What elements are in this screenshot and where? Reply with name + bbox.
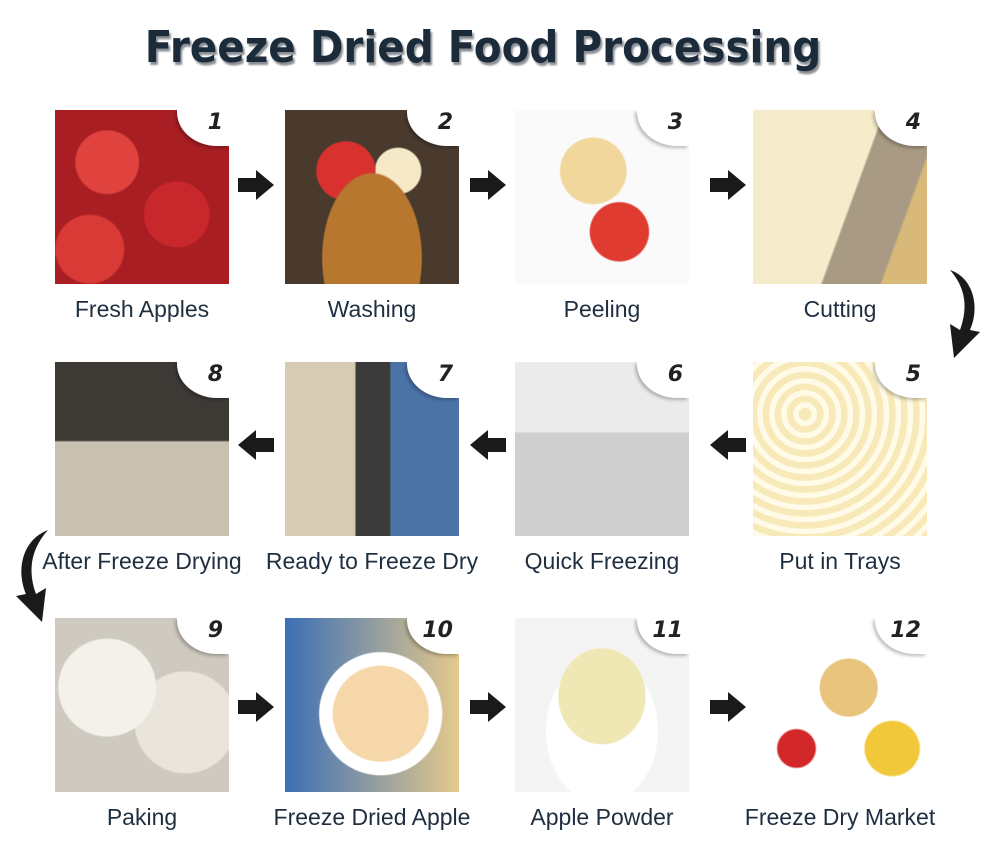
step-label: After Freeze Drying: [42, 548, 242, 574]
step-number: 4: [875, 110, 927, 146]
step-label: Quick Freezing: [524, 548, 680, 574]
step-number: 7: [407, 362, 459, 398]
arrow-left-icon: [710, 430, 746, 460]
arrow-left-icon: [238, 430, 274, 460]
step-number: 2: [407, 110, 459, 146]
dried-apple-image: 10: [285, 618, 459, 792]
curved-arrow-down-icon: [950, 270, 980, 358]
step-number: 12: [875, 618, 927, 654]
trays-image: 5: [753, 362, 927, 536]
step-label: Paking: [106, 804, 178, 830]
step-label: Apple Powder: [530, 804, 674, 830]
step-number: 5: [875, 362, 927, 398]
step-label: Freeze Dry Market: [744, 804, 936, 830]
step-label: Peeling: [563, 296, 641, 322]
step-label: Washing: [327, 296, 417, 322]
peeling-image: 3: [515, 110, 689, 284]
page-title: Freeze Dried Food Processing: [144, 22, 822, 73]
step-number: 1: [177, 110, 229, 146]
cutting-image: 4: [753, 110, 927, 284]
arrow-right-icon: [470, 170, 506, 200]
step-number: 11: [637, 618, 689, 654]
apples-image: 1: [55, 110, 229, 284]
arrow-right-icon: [238, 692, 274, 722]
step-label: Cutting: [803, 296, 877, 322]
arrow-right-icon: [238, 170, 274, 200]
freezing-image: 6: [515, 362, 689, 536]
packing-image: 9: [55, 618, 229, 792]
step-number: 6: [637, 362, 689, 398]
freeze-dryer-image: 7: [285, 362, 459, 536]
step-number: 3: [637, 110, 689, 146]
step-number: 9: [177, 618, 229, 654]
washing-image: 2: [285, 110, 459, 284]
step-label: Freeze Dried Apple: [273, 804, 471, 830]
arrow-right-icon: [710, 170, 746, 200]
curved-arrow-down-icon: [16, 530, 48, 622]
step-label: Fresh Apples: [74, 296, 210, 322]
arrow-right-icon: [470, 692, 506, 722]
step-number: 10: [407, 618, 459, 654]
step-number: 8: [177, 362, 229, 398]
step-label: Ready to Freeze Dry: [265, 548, 479, 574]
powder-image: 11: [515, 618, 689, 792]
after-drying-image: 8: [55, 362, 229, 536]
step-label: Put in Trays: [779, 548, 901, 574]
arrow-right-icon: [710, 692, 746, 722]
arrow-left-icon: [470, 430, 506, 460]
market-image: 12: [753, 618, 927, 792]
